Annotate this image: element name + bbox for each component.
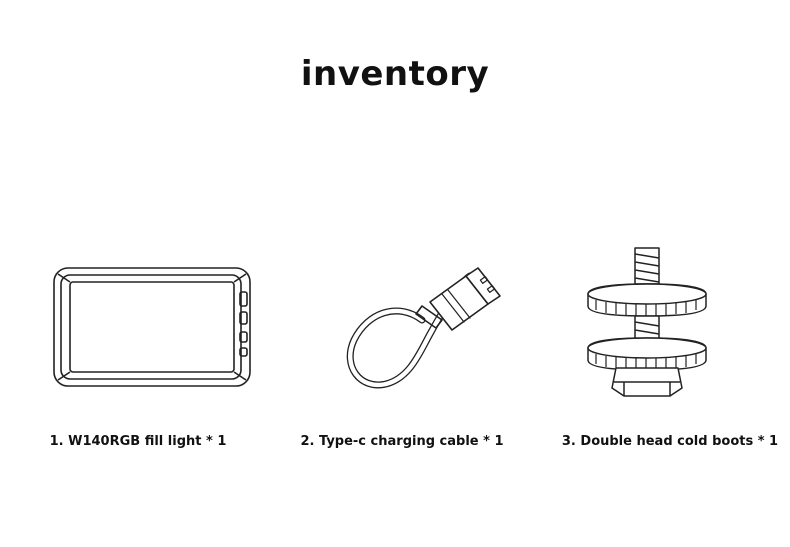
page-title: inventory (300, 54, 490, 94)
item-caption-fill-light: 1. W140RGB fill light * 1 (49, 434, 227, 449)
fill-light-icon (53, 267, 251, 387)
item-caption-charging-cable: 2. Type-c charging cable * 1 (300, 434, 504, 449)
item-caption-cold-boots: 3. Double head cold boots * 1 (561, 434, 779, 449)
usb-cable-icon (346, 267, 501, 389)
cold-shoe-adapter-icon (587, 247, 707, 397)
